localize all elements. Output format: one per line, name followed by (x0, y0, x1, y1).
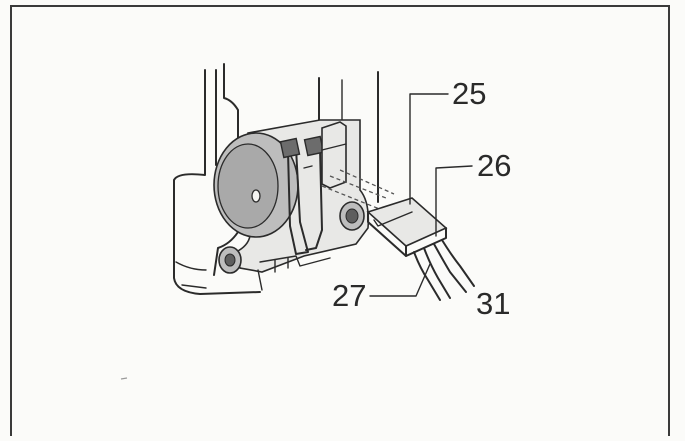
callout-26: 26 (477, 148, 511, 183)
callout-31: 31 (476, 286, 510, 321)
callout-25: 25 (452, 76, 486, 111)
rotary-knob (213, 132, 299, 238)
cables (413, 239, 475, 301)
scan-speck (120, 377, 128, 380)
diagram-frame (10, 5, 670, 436)
insertion-guides (321, 169, 395, 211)
plug-connector (366, 197, 448, 257)
leader-lines (369, 93, 473, 297)
terminal-block (279, 121, 347, 189)
callout-27: 27 (332, 278, 366, 313)
screw-right (339, 201, 365, 231)
screw-left (218, 246, 242, 274)
